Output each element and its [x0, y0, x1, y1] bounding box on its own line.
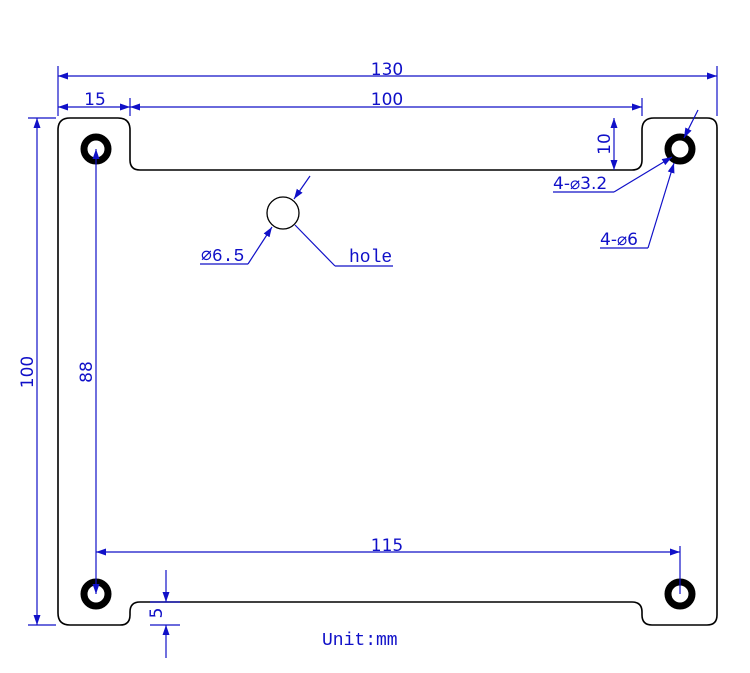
- leader-hole-diameter: [200, 175, 311, 265]
- dimension-slot: [58, 98, 643, 116]
- label-overall-height: 100: [18, 356, 38, 388]
- dimension-hole-spacing-horizontal: [96, 546, 681, 594]
- label-unit: Unit:mm: [322, 631, 398, 651]
- dimension-overall-height: [28, 117, 56, 626]
- label-hole-diameter: ⌀6.5: [201, 247, 244, 267]
- label-washer-note: 4-⌀6: [600, 230, 638, 250]
- cable-hole: [266, 196, 300, 230]
- leader-hole-label: [294, 224, 393, 267]
- label-overall-width: 130: [371, 60, 403, 80]
- label-slot-depth: 10: [595, 133, 615, 155]
- label-slot-offset: 15: [84, 90, 106, 110]
- label-bottom-notch: 5: [147, 608, 167, 619]
- plate-outline: [57, 117, 718, 626]
- label-slot-width: 100: [371, 90, 403, 110]
- leader-small-hole: [553, 109, 699, 193]
- label-small-hole-note: 4-⌀3.2: [553, 174, 607, 194]
- label-hole-spacing-horizontal: 115: [371, 536, 403, 556]
- label-hole: hole: [349, 248, 392, 268]
- label-hole-spacing-vertical: 88: [77, 361, 97, 383]
- mounting-hole-top-right: [664, 133, 696, 165]
- dimension-bottom-notch: [150, 570, 180, 658]
- leader-washer: [600, 162, 675, 249]
